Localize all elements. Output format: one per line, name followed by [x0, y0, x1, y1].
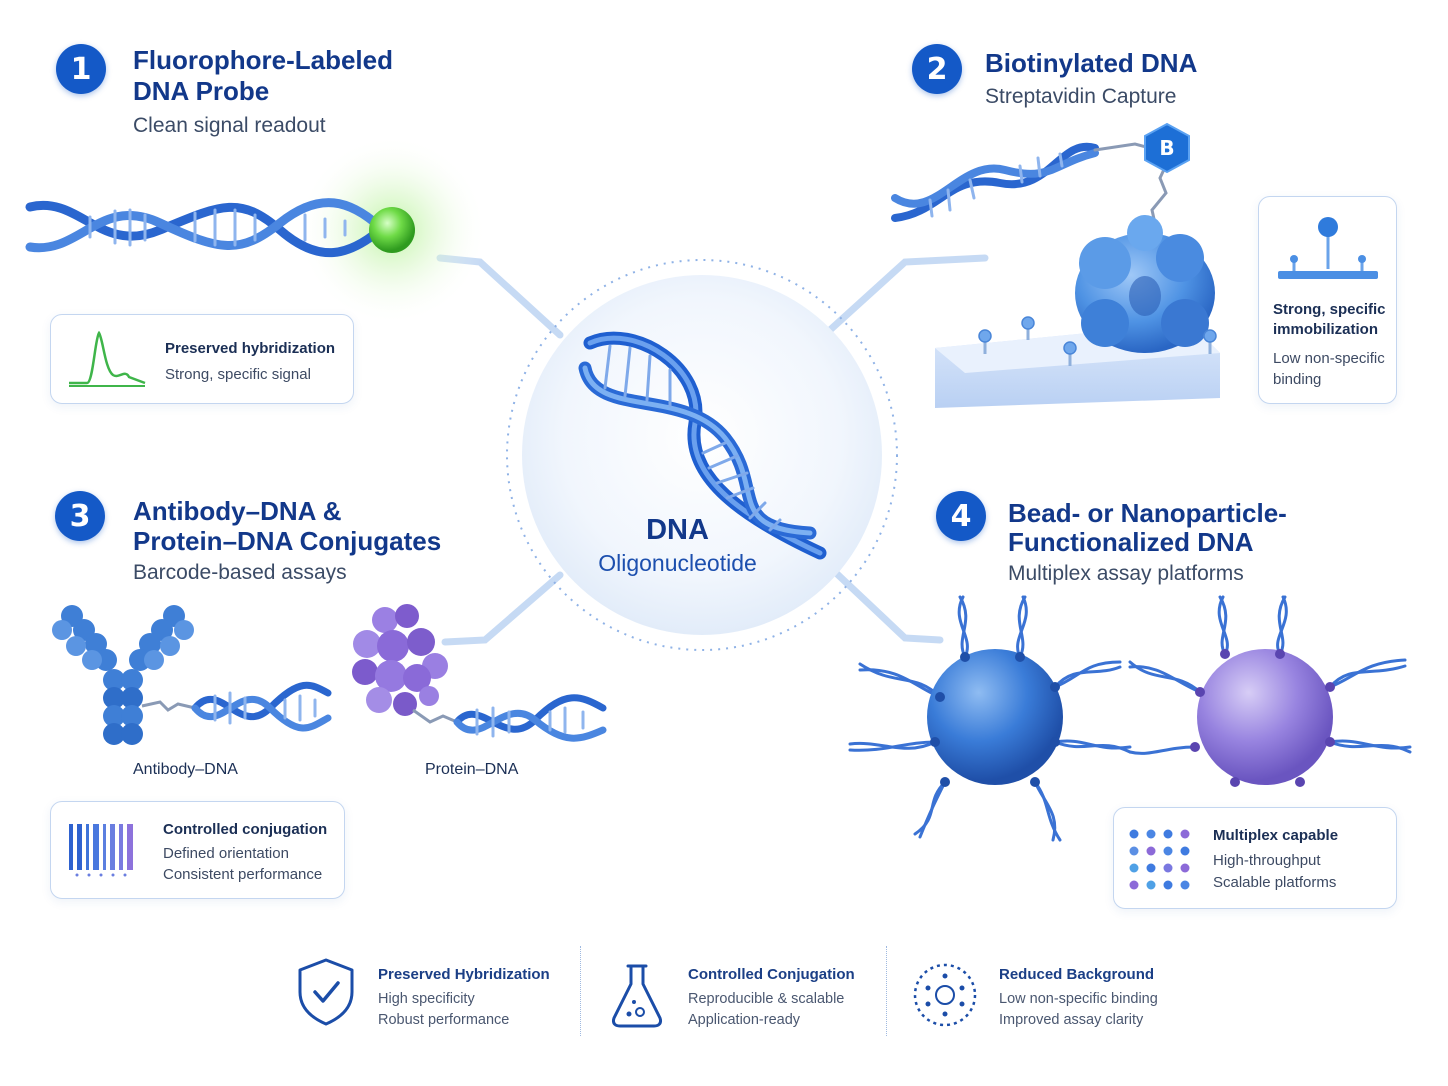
molecule-target-icon — [913, 963, 977, 1027]
fluorophore-dot — [369, 207, 415, 253]
bottom-feature-1-title: Preserved Hybridization — [378, 966, 550, 983]
section-4-subtitle: Multiplex assay platforms — [1008, 562, 1244, 585]
section-4-title-line1: Bead- or Nanoparticle- — [1008, 498, 1287, 528]
biotin-label: B — [1159, 136, 1174, 160]
section-2-card-line2: binding — [1273, 371, 1322, 388]
bottom-divider-2 — [886, 946, 887, 1036]
fluorophore-dna-probe-illustration — [25, 135, 487, 325]
bottom-feature-2-line1: Reproducible & scalable — [688, 991, 845, 1007]
section-1-title-line2: DNA Probe — [133, 76, 270, 106]
shield-check-icon — [298, 958, 354, 1026]
bottom-divider-1 — [580, 946, 581, 1036]
center-subtitle: Oligonucleotide — [598, 550, 757, 576]
section-4-card-line1: High-throughput — [1213, 852, 1321, 869]
flask-icon — [612, 964, 662, 1028]
section-1-subtitle: Clean signal readout — [133, 114, 326, 137]
section-4-card-line2: Scalable platforms — [1213, 874, 1337, 891]
antibody-dna-illustration — [52, 605, 332, 745]
section-3-subtitle: Barcode-based assays — [133, 561, 347, 584]
section-4-badge: 4 — [936, 491, 986, 541]
section-3-title-line1: Antibody–DNA & — [133, 496, 342, 526]
blue-bead — [927, 649, 1063, 785]
section-4-card-title: Multiplex capable — [1213, 827, 1339, 844]
dot-grid-icon — [1129, 829, 1190, 890]
caption-protein-dna: Protein–DNA — [425, 761, 519, 778]
center-hub: DNA Oligonucleotide — [505, 258, 900, 653]
section-3-card-line1: Defined orientation — [163, 845, 289, 862]
section-2-title: Biotinylated DNA — [985, 48, 1198, 78]
section-2-card-line1: Low non-specific — [1273, 350, 1385, 367]
bottom-feature-1-line1: High specificity — [378, 991, 475, 1007]
functionalized-beads-illustration — [848, 595, 1412, 842]
streptavidin-protein — [1075, 215, 1215, 353]
section-2-card-title-line2: immobilization — [1273, 321, 1378, 338]
barcode-icon — [69, 824, 133, 877]
bottom-feature-3-line1: Low non-specific binding — [999, 991, 1158, 1007]
section-4-card: Multiplex capable High-throughput Scalab… — [1113, 807, 1397, 909]
bottom-feature-1-line2: Robust performance — [378, 1012, 510, 1028]
center-dna-helix-icon — [578, 331, 827, 560]
section-1-title-line1: Fluorophore-Labeled — [133, 45, 393, 75]
section-1-badge: 1 — [56, 44, 106, 94]
purple-bead — [1197, 649, 1333, 785]
section-2-subtitle: Streptavidin Capture — [985, 85, 1177, 108]
center-title: DNA — [646, 514, 709, 546]
section-4-title-line2: Functionalized DNA — [1008, 527, 1254, 557]
bottom-feature-2-line2: Application-ready — [688, 1012, 801, 1028]
caption-antibody-dna: Antibody–DNA — [133, 761, 238, 778]
section-2-card: Strong, specific immobilization Low non-… — [1258, 196, 1397, 404]
section-3-card-title: Controlled conjugation — [163, 821, 328, 838]
bottom-feature-2-title: Controlled Conjugation — [688, 966, 855, 983]
surface-pin-icon — [1278, 217, 1378, 279]
peak-signal-icon — [69, 330, 146, 387]
section-3-card: Controlled conjugation Defined orientati… — [50, 801, 345, 899]
bottom-feature-3-line2: Improved assay clarity — [999, 1012, 1144, 1028]
section-1-card-title: Preserved hybridization — [165, 340, 336, 357]
section-3-card-line2: Consistent performance — [163, 866, 323, 883]
section-1-card-line1: Strong, specific signal — [165, 366, 311, 383]
section-2-badge: 2 — [912, 44, 962, 94]
biotinylated-dna-illustration: B — [891, 122, 1220, 408]
section-3-title-line2: Protein–DNA Conjugates — [133, 526, 442, 556]
section-2-card-title-line1: Strong, specific — [1273, 301, 1386, 318]
section-3-badge: 3 — [55, 491, 105, 541]
bottom-feature-3-title: Reduced Background — [999, 966, 1155, 983]
section-1-card: Preserved hybridization Strong, specific… — [50, 314, 354, 404]
protein-dna-illustration — [352, 604, 607, 742]
